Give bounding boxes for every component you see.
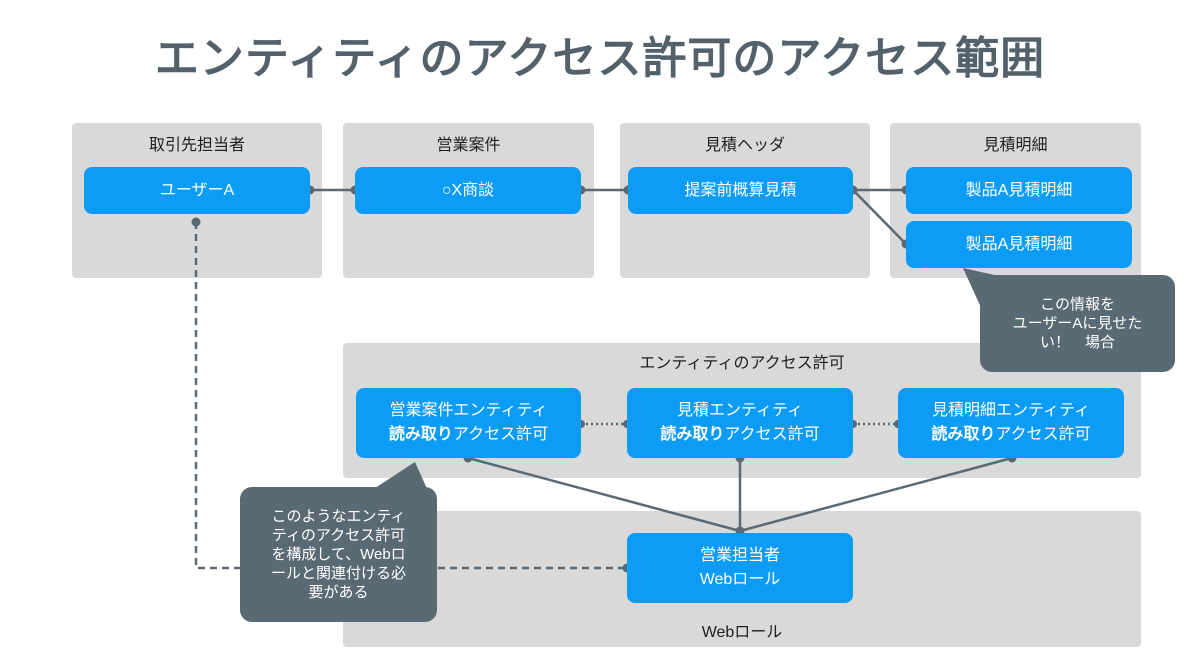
web-role-line2: Webロール [699,571,781,588]
connector-quote-detail-2 [852,189,907,245]
permission-rest: アクセス許可 [452,426,549,443]
permission-line1: 見積エンティティ [676,402,804,419]
web-role-box: 営業担当者 Webロール [627,533,853,603]
panel-label: 見積明細 [983,137,1048,154]
permission-box-quote: 見積エンティティ 読み取りアクセス許可 [627,388,853,458]
panel-label: 見積ヘッダ [704,137,785,154]
page-title: エンティティのアクセス許可のアクセス範囲 [154,34,1046,83]
callout-line: この情報を [1039,296,1115,313]
permission-line2: 読み取りアクセス許可 [931,423,1090,447]
callout-line: ティのアクセス許可 [271,527,406,544]
callout-line: い！ 場合 [1039,334,1115,351]
permission-line2: 読み取りアクセス許可 [660,423,819,447]
permission-box-quote-detail: 見積明細エンティティ 読み取りアクセス許可 [898,388,1124,458]
entity-box-opportunity: ○X商談 [355,167,581,214]
box-label: 提案前概算見積 [684,181,797,199]
panel-label: エンティティのアクセス許可 [639,355,845,372]
callout-line: ールと関連付ける必 [270,565,406,582]
box-label: 製品A見積明細 [965,235,1073,253]
panel-label: 取引先担当者 [148,137,245,154]
callout-text-1: この情報を ユーザーAに見せた い！ 場合 [980,275,1175,372]
permission-line1: 営業案件エンティティ [389,402,548,419]
callout-bubble-2 [240,487,437,622]
permission-line1: 見積明細エンティティ [931,402,1091,419]
box-label: ユーザーA [159,181,235,199]
permission-bold: 読み取り [388,426,453,443]
box-label: ○X商談 [441,181,495,199]
permission-box-opportunity: 営業案件エンティティ 読み取りアクセス許可 [356,388,581,458]
callout-bubble-1 [980,275,1175,372]
connector-perm1-role [467,456,741,533]
entity-box-quote-detail-2: 製品A見積明細 [906,221,1132,268]
permission-rest: アクセス許可 [724,426,820,443]
entity-box-quote: 提案前概算見積 [628,167,853,214]
entity-box-user-a: ユーザーA [84,167,310,214]
callout-line: ユーザーAに見せた [1012,315,1143,332]
callout-line: 要がある [308,584,369,601]
callout-tail-2 [372,462,433,502]
connector-dot [191,217,201,227]
callout-line: このようなエンティ [271,508,406,525]
panel-label: 営業案件 [436,137,501,154]
box-label: 製品A見積明細 [965,181,1073,199]
callout-tail-1 [963,268,1008,312]
callout-line: を構成して、Webロ [271,546,406,563]
connector-perm3-role [739,456,1013,533]
callout-text-2: このようなエンティ ティのアクセス許可 を構成して、Webロ ールと関連付ける必… [240,487,437,622]
permission-rest: アクセス許可 [995,426,1091,443]
entity-box-quote-detail-1: 製品A見積明細 [906,167,1132,214]
web-role-line1: 営業担当者 [699,547,780,564]
permission-line2: 読み取りアクセス許可 [389,423,548,447]
permission-bold: 読み取り [660,426,725,443]
panel-label: Webロール [701,624,783,641]
permission-bold: 読み取り [931,426,996,443]
